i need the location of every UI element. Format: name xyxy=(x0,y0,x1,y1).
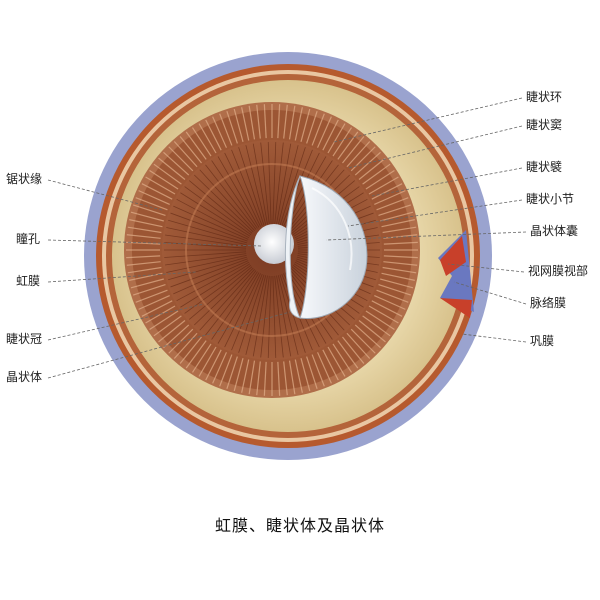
label-ciliary-sinus: 睫状窦 xyxy=(526,118,563,132)
label-iris: 虹膜 xyxy=(16,274,41,288)
label-sclera: 巩膜 xyxy=(530,334,555,348)
figure-caption: 虹膜、睫状体及晶状体 xyxy=(214,516,385,535)
label-lens-capsule: 晶状体囊 xyxy=(530,224,579,238)
leader-lines xyxy=(47,97,527,379)
lens-capsule-shape xyxy=(284,175,301,319)
pupil-disc xyxy=(254,224,294,264)
label-lens: 晶状体 xyxy=(6,370,43,384)
lens-shape xyxy=(299,175,368,319)
label-retina: 视网膜视部 xyxy=(528,264,589,278)
label-ciliary-corona: 睫状冠 xyxy=(6,332,43,346)
label-choroid: 脉络膜 xyxy=(530,296,567,310)
label-ciliary-zonule: 睫状小节 xyxy=(526,192,575,206)
ciliary-folds xyxy=(126,104,418,396)
label-ciliary-fold: 睫状襞 xyxy=(526,160,563,174)
label-pupil: 瞳孔 xyxy=(16,232,41,246)
retina-wedge xyxy=(438,230,474,312)
label-ciliary-ring: 睫状环 xyxy=(526,90,563,104)
label-ora-serrata: 锯状缘 xyxy=(6,172,43,186)
